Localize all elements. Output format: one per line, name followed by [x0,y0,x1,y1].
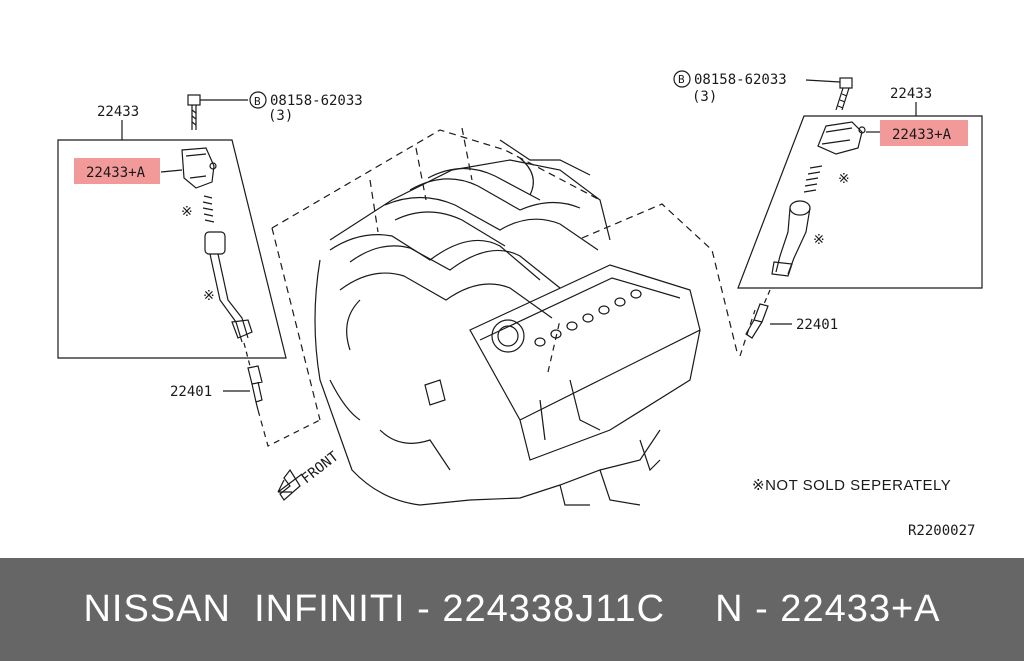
right-spring-note: ※ [838,171,850,187]
parts-diagram: 22433 22433+A B 08158-62033 (3) ※ ※ 2240… [57,70,983,539]
left-boot-note: ※ [203,288,215,304]
right-bolt-part: 08158-62033 [694,72,787,88]
right-coil-boot [771,200,811,277]
right-boot-note: ※ [813,232,825,248]
left-ignition-coil [181,147,217,189]
left-assembly-number: 22433 [97,104,139,120]
left-bolt-part: 08158-62033 [270,93,363,109]
right-spark-plug [745,303,792,339]
right-assembly-number: 22433 [890,86,932,102]
engine-drawing [271,127,756,506]
coil-row [534,289,642,347]
left-bolt-qty: (3) [268,108,293,124]
right-spring [803,165,823,193]
front-label: FRONT [299,448,343,487]
oem-reference-text: N - 22433+A [715,588,941,630]
part-info-footer: NISSAN INFINITI - 224338J11C N - 22433+A [0,558,1024,661]
left-coil-boot [204,231,253,343]
left-assembly-frame [57,139,287,359]
part-number-text: NISSAN INFINITI - 224338J11C [83,588,666,630]
right-bolt-qty: (3) [692,89,717,105]
front-arrow [277,468,303,501]
right-assembly-frame [737,115,983,289]
right-spark-plug-number: 22401 [796,317,838,333]
left-highlight-box [74,158,160,184]
right-coil-group [737,77,983,339]
right-bolt-symbol: B [678,73,685,86]
reference-code: R2200027 [908,523,975,539]
left-spring [202,195,215,223]
left-bolt-symbol: B [254,95,261,108]
right-ignition-coil [817,121,880,155]
left-spark-plug-number: 22401 [170,384,212,400]
left-spark-plug [223,365,263,411]
right-highlight-box [880,120,968,146]
right-bolt [805,77,853,111]
left-bolt [187,94,248,130]
left-coil-group [57,94,321,447]
right-highlighted-part: 22433+A [892,127,952,143]
left-highlighted-part: 22433+A [86,165,146,181]
left-spring-note: ※ [181,204,193,220]
not-sold-note: ※NOT SOLD SEPERATELY [752,477,951,494]
